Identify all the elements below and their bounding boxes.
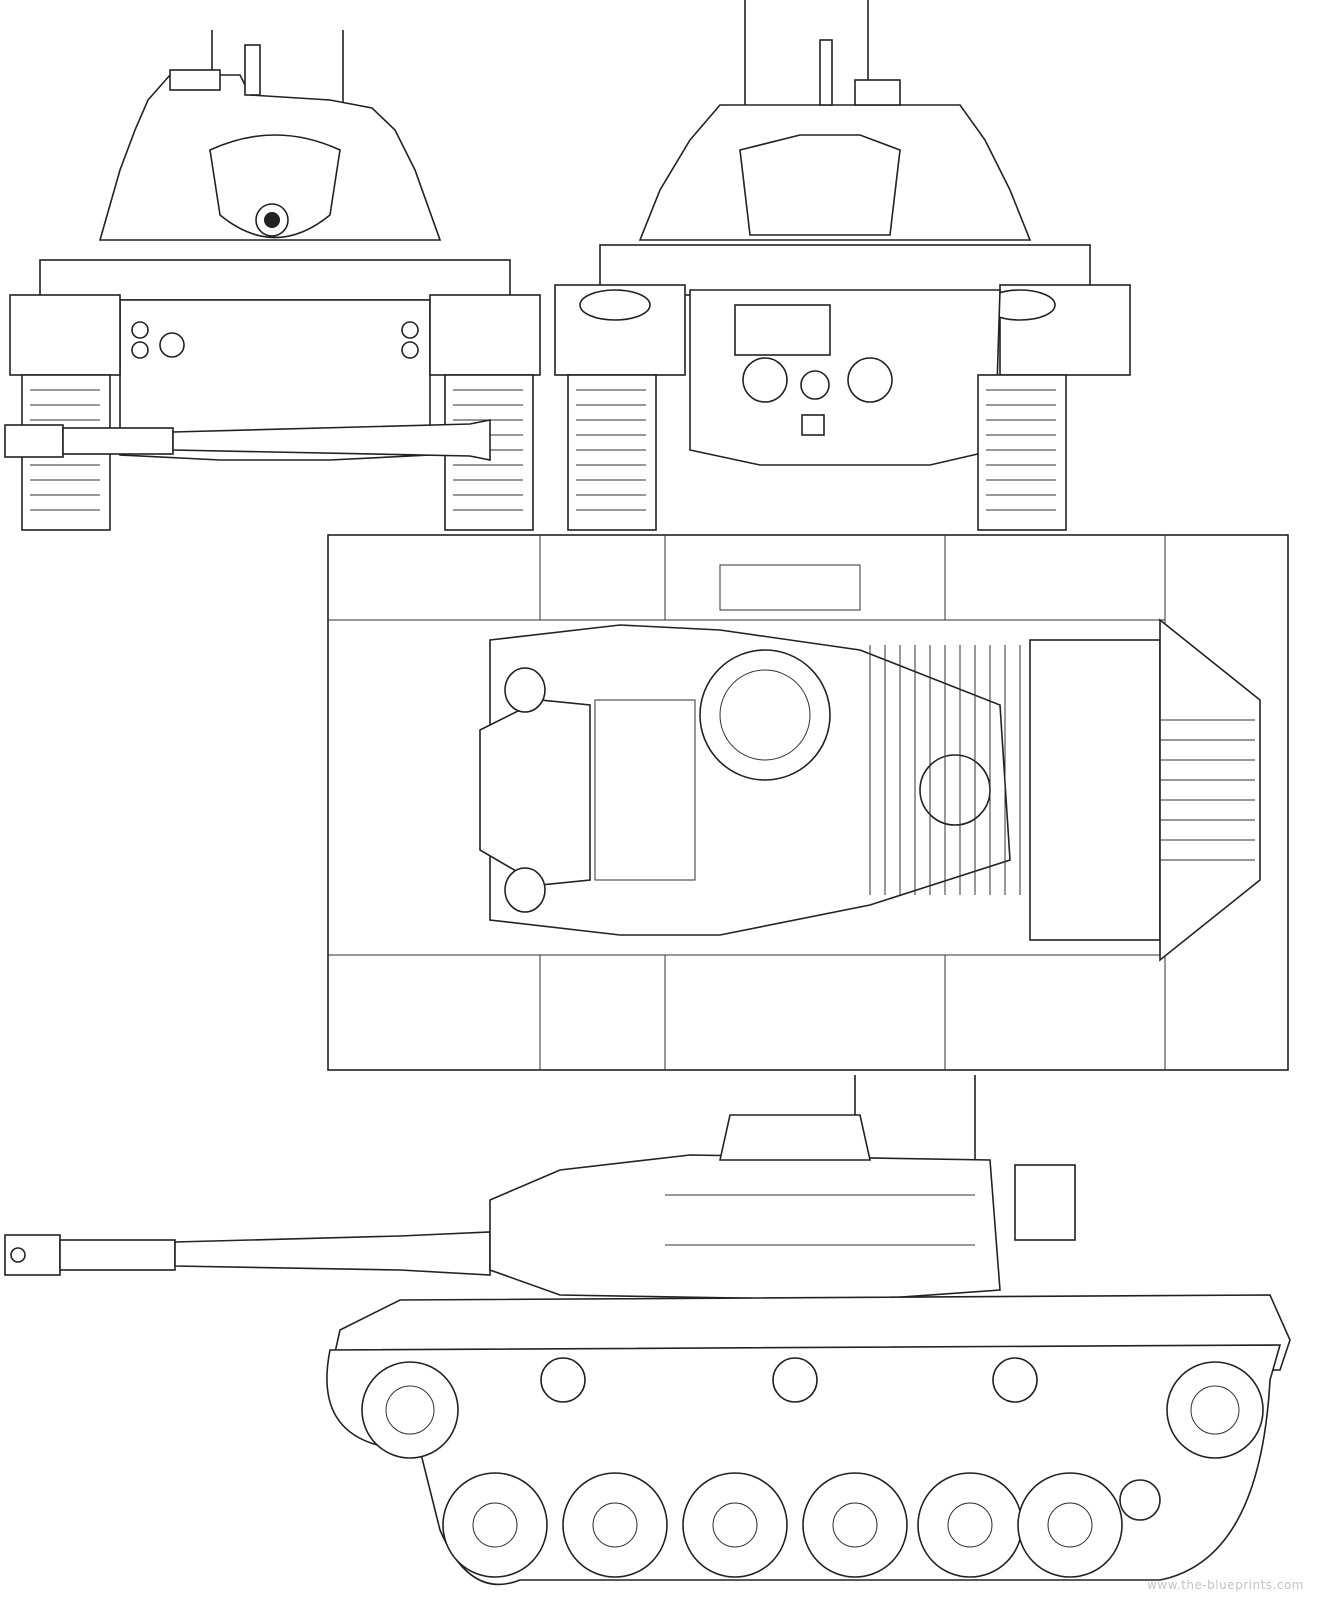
rear-view [554,0,1131,531]
gun-muzzle [264,212,280,228]
road-wheels [442,1472,1161,1578]
road-wheel [917,1472,1023,1578]
idler-wheel [1166,1361,1264,1459]
return-roller [992,1357,1038,1403]
engine-deck [1029,639,1161,941]
side-cupola [719,1114,871,1161]
track-tension-wheel [1119,1479,1161,1521]
turret-bustle [739,134,901,236]
stowage-box [1014,1164,1076,1241]
muzzle-brake [4,424,64,458]
top-mantlet [479,699,591,886]
road-wheel [802,1472,908,1578]
rear-deck [1159,618,1261,962]
top-view [4,419,1289,1071]
road-wheel [1017,1472,1123,1578]
side-view [4,1075,1291,1586]
road-wheel [442,1472,548,1578]
side-turret [489,1154,1001,1301]
drive-sprocket [361,1361,459,1459]
rear-left-track [567,374,657,531]
rear-right-track [977,374,1067,531]
gun-barrel-top [172,419,491,461]
top-turret [489,624,1011,936]
return-roller [540,1357,586,1403]
watermark: www.the-blueprints.com [1146,1578,1304,1592]
front-view [9,30,541,531]
road-wheel [682,1472,788,1578]
commander-cupola [699,649,831,781]
gun-barrel-side [174,1231,491,1276]
rear-access-panel [734,304,831,356]
return-roller [772,1357,818,1403]
road-wheel [562,1472,668,1578]
front-mantlet [209,134,341,239]
